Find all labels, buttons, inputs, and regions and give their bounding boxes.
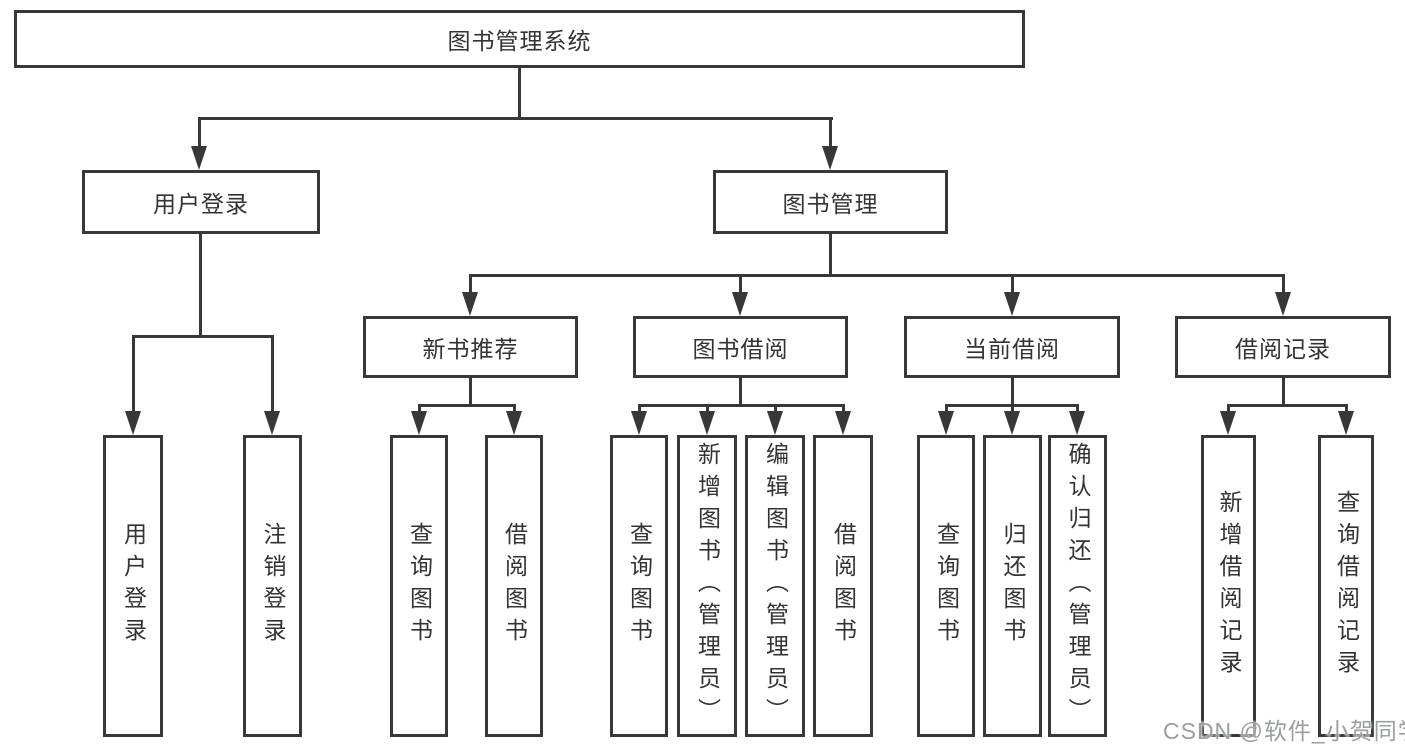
node-book-borrow: 图书借阅	[633, 316, 848, 378]
connector-line	[1345, 404, 1348, 413]
arrow-down-icon	[822, 146, 838, 170]
leaf-return-books: 归还图书	[983, 435, 1042, 737]
connector-line	[1076, 404, 1079, 413]
connector-line	[132, 335, 274, 338]
node-label: 查询图书	[933, 522, 960, 650]
node-label: 查询图书	[626, 522, 653, 650]
arrow-down-icon	[631, 411, 647, 435]
node-label: 用户登录	[153, 191, 249, 217]
node-label: 确认归还（管理员）	[1065, 442, 1091, 730]
arrow-down-icon	[767, 411, 783, 435]
arrow-down-icon	[732, 292, 748, 316]
connector-line	[469, 378, 472, 406]
connector-line	[638, 404, 641, 413]
leaf-add-borrow-record: 新增借阅记录	[1201, 435, 1256, 737]
arrow-down-icon	[1220, 411, 1236, 435]
connector-line	[198, 117, 833, 120]
leaf-user-login: 用户登录	[103, 435, 163, 737]
node-label: 新增图书（管理员）	[694, 442, 721, 730]
node-label: 新书推荐	[422, 336, 519, 362]
connector-line	[198, 117, 201, 149]
arrow-down-icon	[1004, 292, 1020, 316]
leaf-add-books-admin: 新增图书（管理员）	[677, 435, 737, 737]
connector-line	[1011, 378, 1014, 406]
node-current-borrow: 当前借阅	[904, 316, 1120, 378]
connector-line	[469, 274, 472, 294]
connector-line	[739, 274, 742, 294]
arrow-down-icon	[264, 411, 280, 435]
leaf-query-borrow-record: 查询借阅记录	[1318, 435, 1374, 737]
arrow-down-icon	[938, 411, 954, 435]
watermark-text: CSDN @软件_小贺同学	[1163, 718, 1405, 744]
node-label: 图书管理系统	[447, 28, 592, 54]
node-label: 借阅记录	[1235, 336, 1331, 362]
connector-line	[1011, 274, 1014, 294]
arrow-down-icon	[506, 411, 522, 435]
node-borrow-records: 借阅记录	[1175, 316, 1391, 378]
leaf-borrow-query-books: 查询图书	[610, 435, 668, 737]
connector-line	[132, 335, 135, 413]
connector-line	[469, 274, 1284, 277]
connector-line	[513, 404, 516, 413]
arrow-down-icon	[125, 411, 141, 435]
leaf-recommend-query-books: 查询图书	[390, 435, 448, 737]
node-label: 借阅图书	[830, 522, 857, 650]
connector-line	[418, 404, 516, 407]
node-label: 编辑图书（管理员）	[762, 442, 789, 730]
connector-line	[518, 68, 521, 120]
connector-line	[945, 404, 948, 413]
node-label: 查询图书	[406, 522, 433, 650]
connector-line	[271, 335, 274, 413]
leaf-borrow-books: 借阅图书	[813, 435, 873, 737]
connector-line	[1282, 274, 1285, 294]
arrow-down-icon	[1275, 292, 1291, 316]
leaf-confirm-return-admin: 确认归还（管理员）	[1048, 435, 1107, 737]
node-label: 当前借阅	[964, 336, 1060, 362]
node-label: 图书借阅	[692, 336, 789, 362]
arrow-down-icon	[462, 292, 478, 316]
node-label: 新增借阅记录	[1216, 490, 1242, 682]
connector-line	[1227, 404, 1230, 413]
connector-line	[1227, 404, 1347, 407]
arrow-down-icon	[411, 411, 427, 435]
node-book-management: 图书管理	[713, 170, 948, 234]
node-label: 用户登录	[120, 522, 147, 650]
leaf-logout: 注销登录	[243, 435, 302, 737]
arrow-down-icon	[1004, 411, 1020, 435]
connector-line	[774, 404, 777, 413]
node-label: 注销登录	[260, 522, 286, 650]
node-label: 图书管理	[782, 191, 879, 217]
connector-line	[829, 117, 832, 149]
connector-line	[842, 404, 845, 413]
connector-line	[418, 404, 421, 413]
leaf-recommend-borrow-books: 借阅图书	[485, 435, 543, 737]
arrow-down-icon	[699, 411, 715, 435]
connector-line	[1011, 404, 1014, 413]
connector-line	[829, 234, 832, 277]
node-label: 借阅图书	[501, 522, 528, 650]
connector-line	[199, 234, 202, 337]
node-label: 归还图书	[1000, 522, 1026, 650]
leaf-edit-books-admin: 编辑图书（管理员）	[745, 435, 805, 737]
node-new-book-recommend: 新书推荐	[363, 316, 578, 378]
connector-line	[739, 378, 742, 406]
node-user-login: 用户登录	[82, 170, 320, 234]
arrow-down-icon	[835, 411, 851, 435]
connector-line	[638, 404, 844, 407]
arrow-down-icon	[1069, 411, 1085, 435]
arrow-down-icon	[1338, 411, 1354, 435]
arrow-down-icon	[191, 146, 207, 170]
connector-line	[1282, 378, 1285, 406]
node-label: 查询借阅记录	[1333, 490, 1360, 682]
node-system-root: 图书管理系统	[14, 10, 1025, 68]
connector-line	[706, 404, 709, 413]
leaf-current-query-books: 查询图书	[917, 435, 975, 737]
